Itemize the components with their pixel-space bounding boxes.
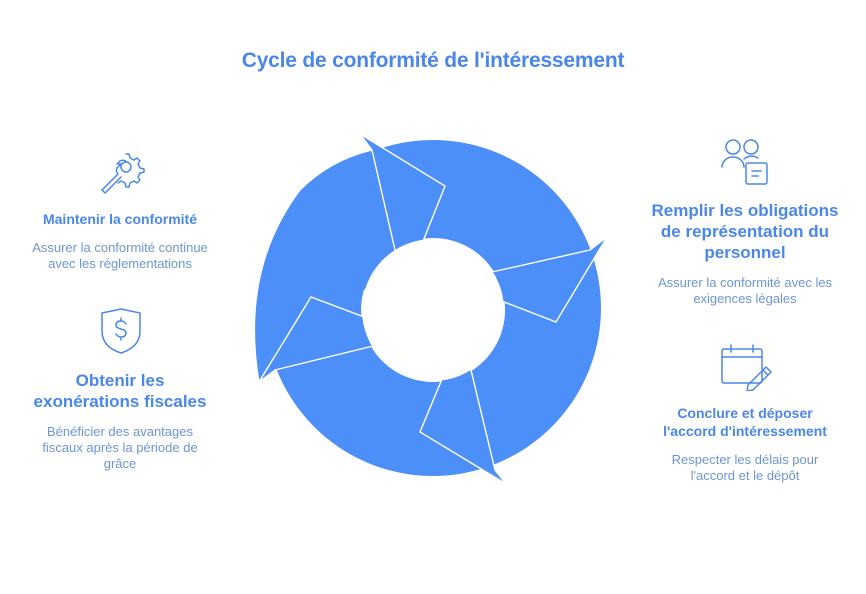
step-maintain-compliance: Maintenir la conformité Assurer la confo…	[20, 210, 220, 272]
wrench-gear-icon	[96, 150, 146, 196]
calendar-pen-icon	[720, 343, 772, 391]
step-description: Bénéficier des avantages fiscaux après l…	[42, 424, 198, 471]
step-title: Obtenir les exonérations fiscales	[33, 371, 207, 411]
shield-dollar-icon	[99, 307, 143, 355]
step-title: Remplir les obligations de représentatio…	[651, 201, 839, 262]
cycle-ring	[264, 140, 601, 477]
step-description: Assurer la conformité continue avec les …	[32, 240, 208, 271]
diagram-title: Cycle de conformité de l'intéressement	[241, 49, 625, 72]
step-conclude-agreement: Conclure et déposer l'accord d'intéresse…	[645, 404, 845, 484]
cycle-hole	[362, 239, 504, 381]
step-staff-representation: Remplir les obligations de représentatio…	[640, 200, 850, 307]
step-description: Respecter les délais pour l'accord et le…	[671, 452, 819, 483]
step-title: Maintenir la conformité	[42, 211, 198, 227]
people-document-icon	[720, 137, 770, 187]
step-title: Conclure et déposer l'accord d'intéresse…	[663, 405, 827, 439]
step-description: Assurer la conformité avec les exigences…	[657, 275, 833, 306]
step-tax-exemptions: Obtenir les exonérations fiscales Bénéfi…	[20, 370, 220, 472]
